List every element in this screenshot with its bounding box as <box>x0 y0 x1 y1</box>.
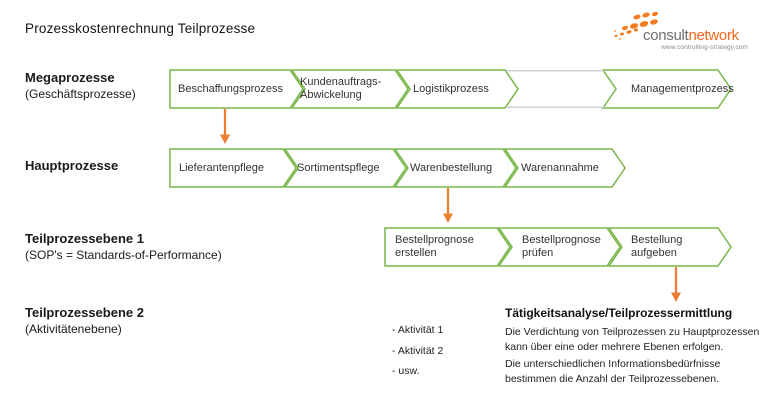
page-title: Prozesskostenrechnung Teilprozesse <box>25 21 256 36</box>
logo-dots-icon <box>614 11 659 40</box>
logo-text-consult: consult <box>643 27 689 44</box>
chevron-shape-teil1-3 <box>607 227 732 267</box>
chevron-label-managementprozess: Managementprozess <box>631 82 734 95</box>
chevron-shape-haupt-4 <box>503 148 626 188</box>
chevron-shape-mega-1 <box>169 69 304 109</box>
chevron-label-sortimentspflege: Sortimentspflege <box>297 161 380 174</box>
activity-item-2: - Aktivität 2 <box>392 345 444 357</box>
chevron-shape-haupt-3 <box>393 148 517 188</box>
chevron-label-warenannahme: Warenannahme <box>521 161 599 174</box>
activity-item-3: - usw. <box>392 365 420 377</box>
note-paragraph-2: Die unterschiedlichen Informationsbedürf… <box>505 358 721 385</box>
row-label-hauptprozesse: Hauptprozesse <box>25 158 118 174</box>
row-title: Teilprozessebene 2 <box>25 305 144 320</box>
arrow-haupt-to-teil1-icon <box>443 188 453 223</box>
activity-item-1: - Aktivität 1 <box>392 324 444 336</box>
note-paragraph-1: Die Verdichtung von Teilprozessen zu Hau… <box>505 326 760 353</box>
row-label-teilprozessebene-1: Teilprozessebene 1 (SOP's = Standards-of… <box>25 231 222 263</box>
chevron-label-bestellprognose-pruefen: Bestellprognose prüfen <box>522 234 601 259</box>
row-subtitle: (SOP's = Standards-of-Performance) <box>25 248 222 262</box>
chevron-label-lieferantenpflege: Lieferantenpflege <box>179 161 265 174</box>
logo: consultnetwork www.controlling-strategy.… <box>610 8 755 54</box>
row-label-megaprozesse: Megaprozesse (Geschäftsprozesse) <box>25 70 136 102</box>
chevron-shape-teil1-1 <box>384 227 511 267</box>
chevron-shape-mega-2 <box>290 69 409 109</box>
row-label-teilprozessebene-2: Teilprozessebene 2 (Aktivitätenebene) <box>25 305 144 337</box>
chevron-label-logistikprozess: Logistikprozess <box>413 82 489 95</box>
logo-wordmark: consultnetwork <box>643 27 739 44</box>
arrow-teil1-to-note-icon <box>671 267 681 302</box>
logo-url: www.controlling-strategy.com <box>661 44 748 51</box>
chevron-label-bestellprognose-erstellen: Bestellprognose erstellen <box>395 234 474 259</box>
chevron-shape-mega-4 <box>601 69 732 109</box>
arrow-mega-to-haupt-icon <box>220 109 230 144</box>
row-subtitle: (Geschäftsprozesse) <box>25 87 136 101</box>
row-subtitle: (Aktivitätenebene) <box>25 322 122 336</box>
row-title: Teilprozessebene 1 <box>25 231 144 246</box>
chevron-shape-haupt-2 <box>283 148 407 188</box>
chevron-shape-haupt-1 <box>169 148 297 188</box>
process-gap-band <box>506 70 604 108</box>
chevron-label-warenbestellung: Warenbestellung <box>410 161 493 174</box>
chevron-label-bestellung-aufgeben: Bestellung aufgeben <box>631 234 683 259</box>
row-title: Hauptprozesse <box>25 158 119 173</box>
chevron-label-beschaffungsprozess: Beschaffungsprozess <box>178 82 283 95</box>
chevron-shape-mega-3 <box>395 69 519 109</box>
row-title: Megaprozesse <box>25 70 115 85</box>
note-heading: Tätigkeitsanalyse/Teilprozessermittlung <box>505 306 733 320</box>
chevron-label-kundenauftrags-abwickelung: Kundenauftrags-Abwickelung <box>300 76 382 101</box>
chevron-shape-teil1-2 <box>497 227 621 267</box>
logo-text-network: network <box>688 27 739 44</box>
